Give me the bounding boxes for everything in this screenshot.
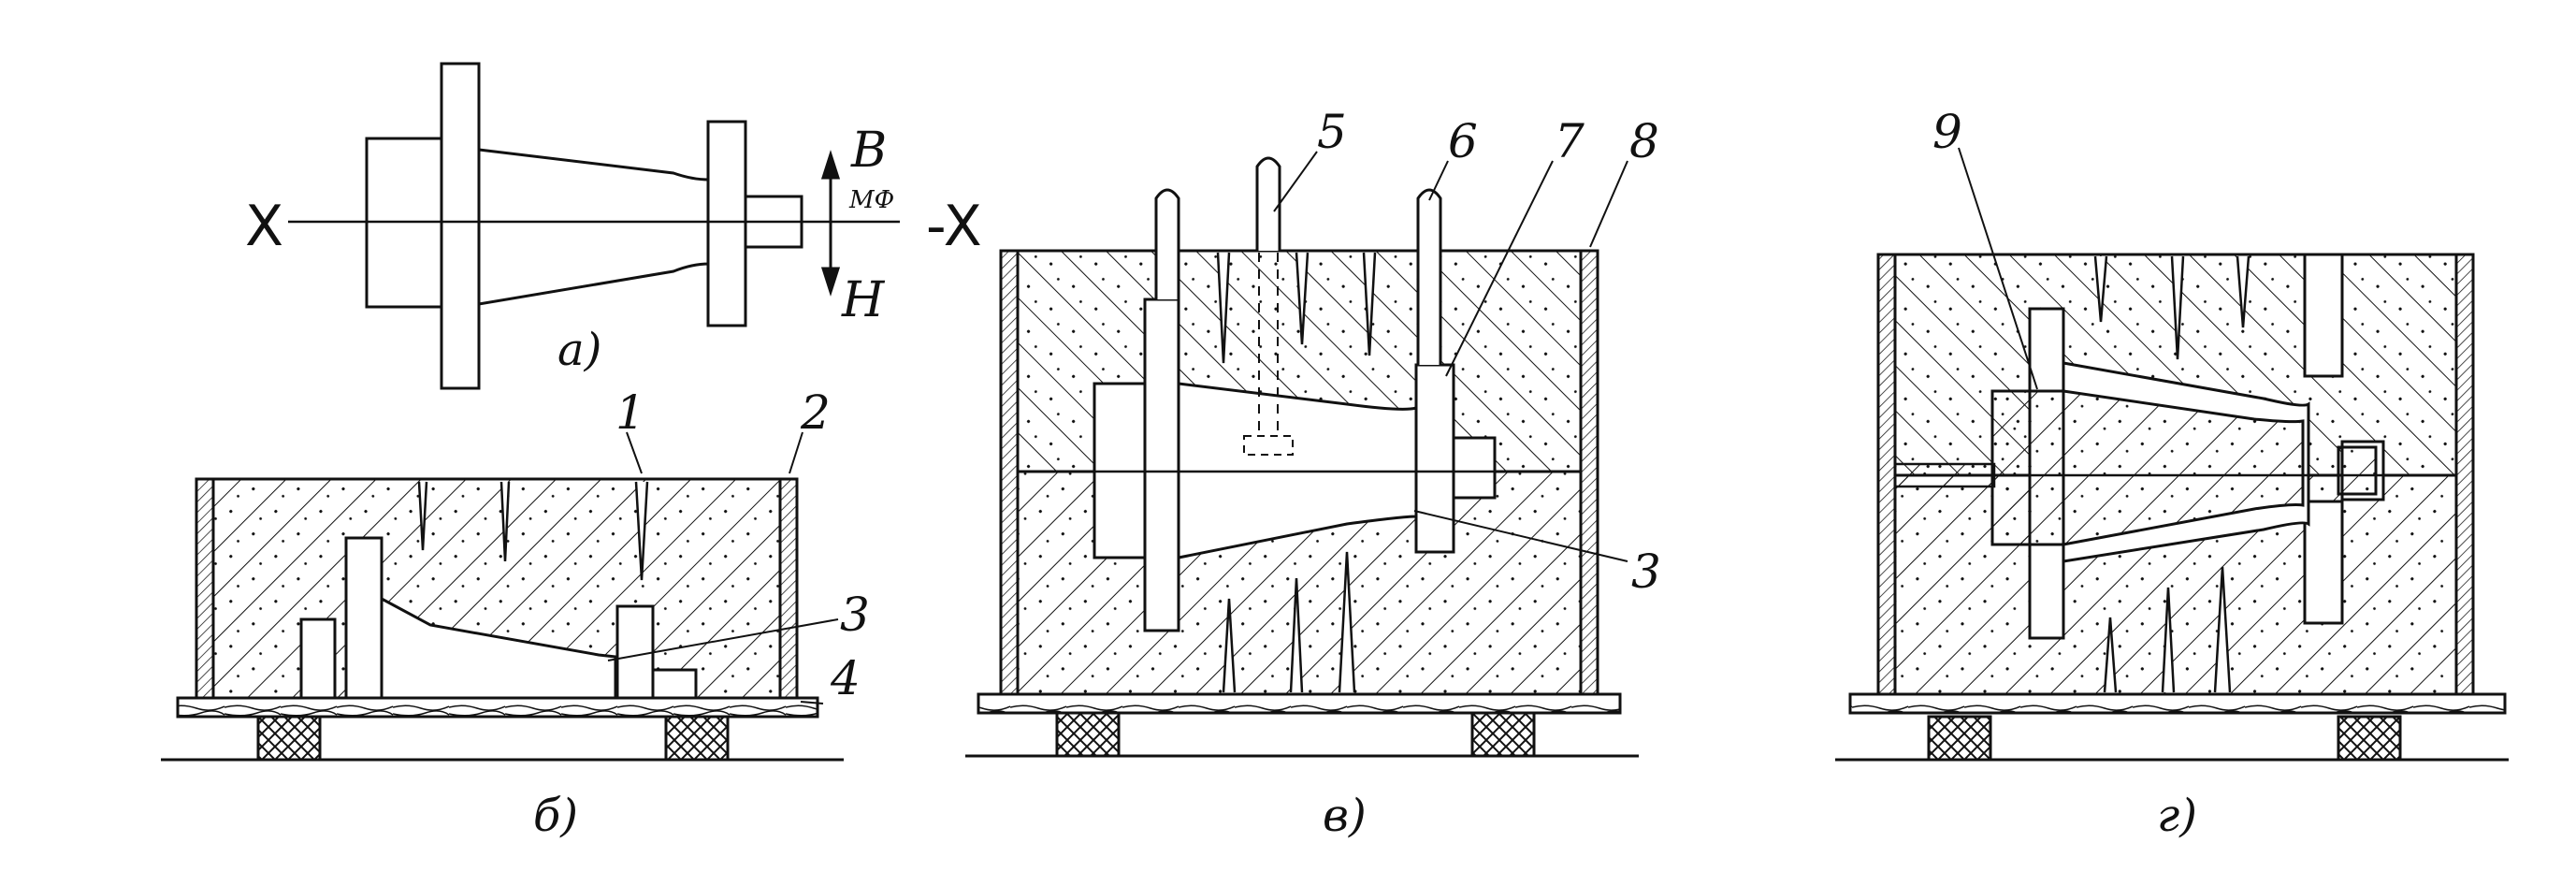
support-block-right [1470, 711, 1536, 758]
callout-b-3: 3 [840, 588, 870, 642]
parting-plane-label: МФ [848, 186, 894, 214]
callout-v-5: 5 [1317, 105, 1347, 159]
direction-down-label: Н [841, 272, 886, 328]
riser-pin-right [1416, 188, 1442, 365]
callout-b-4: 4 [830, 651, 861, 705]
flask-wall-left [195, 477, 215, 700]
caption-a: а) [557, 324, 601, 376]
caption-v: в) [1323, 790, 1367, 842]
flask-wall-right [2454, 253, 2475, 696]
drag-sand [1893, 473, 2458, 696]
panel-g-cavity [1835, 147, 2509, 762]
support-block-left [1055, 711, 1121, 758]
pattern-flange-large [440, 62, 481, 390]
support-block-right [664, 715, 730, 762]
direction-arrow [820, 150, 841, 297]
flask-wall-left [999, 249, 1020, 696]
axis-label-left: X [245, 194, 283, 259]
support-block-right [2337, 715, 2402, 762]
pattern-cone [477, 148, 711, 306]
callout-v-3: 3 [1631, 545, 1661, 599]
pattern-flange-small [706, 120, 747, 327]
half-pattern [299, 536, 698, 700]
caption-g: г) [2157, 790, 2197, 842]
flask-wall-left [1876, 253, 1897, 696]
axis-label-right: -X [926, 194, 982, 259]
molding-board [977, 692, 1622, 715]
panel-a-pattern [365, 62, 803, 390]
direction-up-label: В [850, 123, 887, 179]
panel-b-drag [161, 431, 844, 762]
sprue-pin [1255, 156, 1281, 251]
callout-v-7: 7 [1555, 114, 1585, 168]
callout-g-9: 9 [1932, 105, 1962, 159]
callout-b-2: 2 [800, 385, 831, 440]
core [1990, 389, 2305, 546]
support-block-left [1927, 715, 1992, 762]
caption-b: б) [533, 790, 578, 842]
panel-v-assembled [965, 151, 1639, 758]
molding-board [176, 696, 819, 719]
support-block-left [256, 715, 322, 762]
core-print [1893, 462, 1996, 488]
callout-v-6: 6 [1448, 114, 1478, 168]
riser-pin-left [1154, 188, 1180, 299]
flask-wall-right [1579, 249, 1599, 696]
callout-b-1: 1 [615, 385, 645, 440]
callout-v-8: 8 [1629, 114, 1659, 168]
flask-wall-right [778, 477, 799, 700]
molding-board [1848, 692, 2507, 715]
